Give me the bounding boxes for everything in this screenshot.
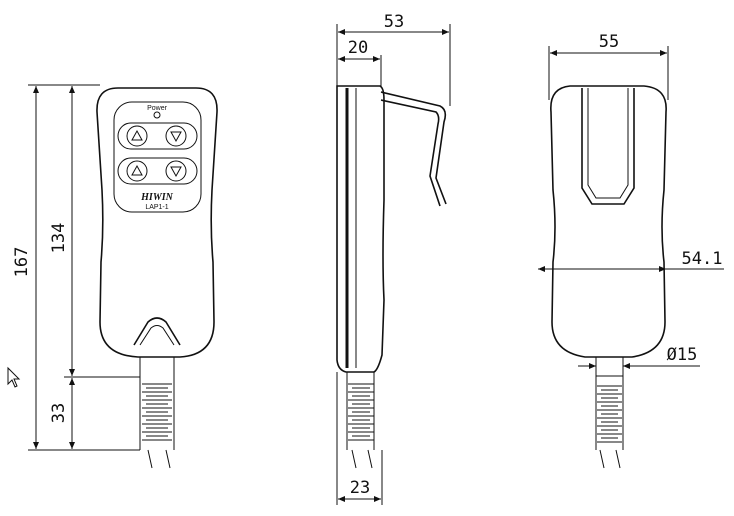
belt-clip-back	[581, 88, 635, 205]
down-button-2[interactable]	[165, 160, 187, 182]
pendant-body-side	[336, 85, 385, 373]
power-led-icon	[153, 111, 161, 119]
upper-button-pair	[117, 122, 198, 150]
up-button-2[interactable]	[126, 160, 148, 182]
pendant-body-front	[96, 87, 218, 358]
side-view: 53 20 23	[336, 12, 451, 505]
down-arrow-icon	[170, 166, 182, 178]
up-arrow-icon	[131, 129, 143, 141]
button-panel	[113, 101, 202, 213]
up-arrow-icon	[131, 164, 143, 176]
dim-20: 20	[348, 38, 368, 58]
dim-54-1: 54.1	[682, 249, 723, 269]
down-arrow-icon	[170, 131, 182, 143]
power-label: Power	[147, 105, 168, 112]
mouse-cursor-icon	[7, 366, 21, 388]
brand-label: HIWIN	[140, 192, 173, 203]
down-button-1[interactable]	[165, 125, 187, 147]
dim-dia-15: Ø15	[667, 345, 698, 365]
back-view: 55 54.1 Ø15	[538, 32, 724, 469]
dim-33: 33	[49, 403, 69, 423]
dim-53: 53	[384, 12, 404, 32]
belt-clip	[380, 91, 447, 205]
front-view: Power HIWIN LAP1-1	[12, 84, 218, 469]
dim-167: 167	[12, 247, 32, 278]
dim-23: 23	[350, 478, 370, 498]
dim-134: 134	[49, 223, 69, 254]
cable-front	[139, 357, 175, 469]
dim-55: 55	[599, 32, 619, 52]
model-label: LAP1-1	[145, 204, 168, 211]
cable-back	[595, 357, 624, 469]
cable-side	[346, 372, 375, 469]
cable-entry-arch	[133, 317, 181, 346]
pendant-body-back	[550, 85, 667, 358]
up-button-1[interactable]	[126, 125, 148, 147]
lower-button-pair	[117, 157, 198, 185]
